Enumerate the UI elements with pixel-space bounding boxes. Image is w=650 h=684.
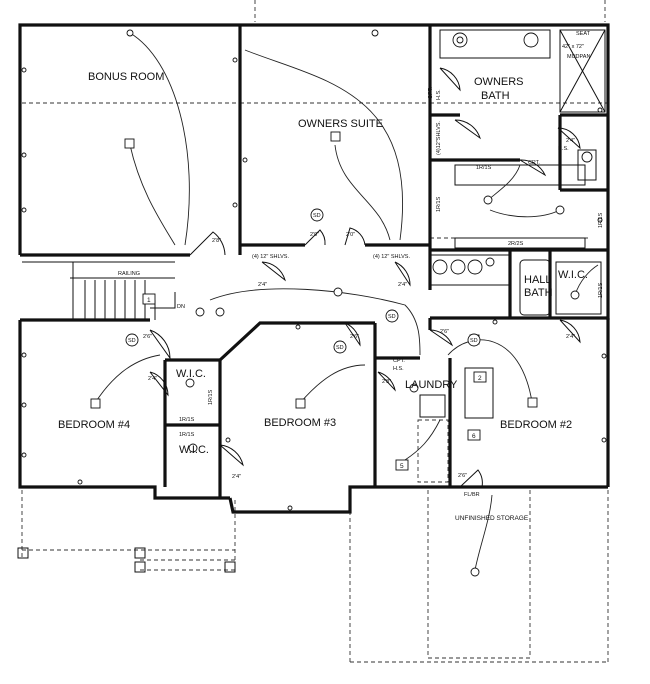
hs-walk-label: H.S.	[558, 146, 569, 152]
rod-shelf-1: 1R/1S	[476, 165, 492, 171]
shelves-mid-label: (4) 12" SHLVS.	[373, 254, 410, 260]
door-size-wic-upper: 2'4"	[148, 376, 157, 382]
room-hall-bath-line1: HALL	[524, 274, 552, 286]
door-size-bonus: 2'8"	[212, 238, 221, 244]
fl-br-label: FL/BR	[464, 492, 480, 498]
mudpan-label: MUDPAN	[567, 54, 590, 60]
rod-shelf-3: 1R/1S	[598, 212, 604, 228]
door-swings	[149, 67, 581, 488]
seat-label: SEAT	[576, 31, 591, 37]
rod-shelf-5: 1R/1S	[208, 389, 214, 405]
hs-bath-label: H.S.	[436, 89, 442, 100]
rod-shelf-7: 1R/1S	[179, 432, 195, 438]
door-size-wic-right: 2'4"	[566, 334, 575, 340]
note-1: 1	[147, 297, 151, 304]
rod-shelf-2r: 2R/2S	[508, 241, 524, 247]
room-owners-bath-line2: BATH	[481, 90, 510, 102]
smoke-detector-1: SD	[313, 213, 321, 219]
mudpan-size-label: 42" x 72"	[562, 44, 584, 50]
room-unfinished-storage: UNFINISHED STORAGE	[455, 515, 529, 522]
callouts: 1 2 5 6	[142, 293, 487, 471]
staircase	[70, 262, 176, 320]
room-bedroom-3: BEDROOM #3	[264, 417, 336, 429]
rod-shelf-6: 1R/1S	[179, 417, 195, 423]
rod-shelf-4: 1R/1S	[598, 282, 604, 298]
room-owners-bath-line1: OWNERS	[474, 76, 524, 88]
shelves-left-label: (4) 12" SHLVS.	[252, 254, 289, 260]
smoke-detector-5: SD	[470, 338, 478, 344]
door-size-laundry: 2'8"	[382, 379, 391, 385]
room-bonus-room: BONUS ROOM	[88, 71, 164, 83]
door-size-hall-a: 2'4"	[258, 282, 267, 288]
room-wic-lower-left: W.I.C.	[179, 444, 209, 456]
note-2: 2	[478, 375, 482, 382]
door-size-suite-b: 2'0"	[346, 232, 355, 238]
electrical-devices	[21, 29, 607, 577]
door-size-wic-lower: 2'4"	[232, 474, 241, 480]
cpt-bath-label: CPT.	[428, 87, 434, 99]
cpt-hall-label: CPT.	[393, 358, 405, 364]
room-laundry: LAUNDRY	[405, 379, 458, 391]
smoke-detector-4: SD	[336, 345, 344, 351]
door-size-suite-a: 2'0"	[310, 232, 319, 238]
room-bedroom-4: BEDROOM #4	[58, 419, 130, 431]
rod-shelf-2: 1R/1S	[436, 196, 442, 212]
door-size-storage: 2'6"	[458, 473, 467, 479]
room-hall-bath-line2: BATH	[524, 287, 553, 299]
room-owners-suite: OWNERS SUITE	[298, 118, 383, 130]
room-wic-right: W.I.C.	[558, 269, 588, 281]
walls	[18, 23, 610, 514]
door-size-bath: 2'4"	[566, 138, 575, 144]
owners-bath-fixtures	[439, 29, 606, 249]
note-5: 5	[400, 463, 404, 470]
railing-label: RAILING	[118, 271, 140, 277]
smoke-detector-2: SD	[388, 314, 396, 320]
smoke-detector-3: SD	[128, 338, 136, 344]
smoke-detectors: SD SD SD SD SD	[125, 208, 481, 354]
shelves-bath-label: (4)12"SHLVS.	[436, 121, 442, 155]
room-bedroom-2: BEDROOM #2	[500, 419, 572, 431]
cpt-walk-label: CPT.	[528, 160, 540, 166]
door-size-bed4: 2'6"	[143, 334, 152, 340]
hs-hall-label: H.S.	[393, 366, 404, 372]
dashed-outlines	[21, 0, 609, 663]
note-6: 6	[472, 433, 476, 440]
dn-label: DN	[177, 304, 185, 310]
electrical-wiring	[94, 32, 599, 571]
laundry-appliances	[417, 367, 494, 483]
door-size-bed2: 2'6"	[440, 329, 449, 335]
hall-bath-fixtures	[429, 254, 602, 316]
door-size-bed3: 2'6"	[350, 334, 359, 340]
room-wic-upper-left: W.I.C.	[176, 368, 206, 380]
door-size-hall-b: 2'4"	[398, 282, 407, 288]
porch-posts	[17, 547, 236, 573]
